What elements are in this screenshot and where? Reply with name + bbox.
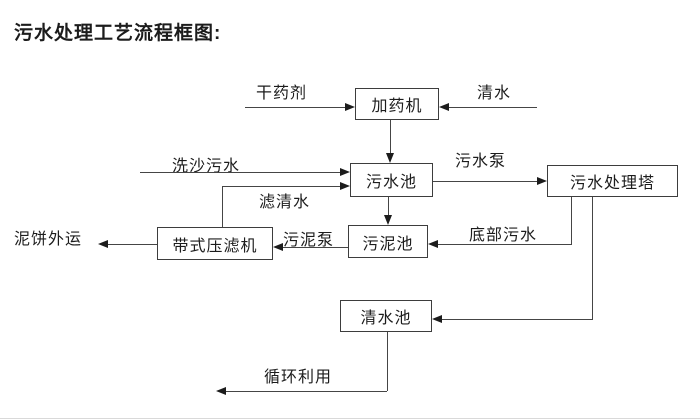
clean-water-arrowhead-icon	[439, 103, 449, 111]
label-bottom-sewage: 底部污水	[469, 227, 538, 244]
sand-washing-line	[140, 172, 340, 173]
sewage-to-sludge-arrowhead-icon	[384, 215, 392, 225]
mud-cake-arrowhead-icon	[98, 240, 108, 248]
sludge-pump-arrowhead-icon	[273, 243, 283, 251]
node-treatment-tower: 污水处理塔	[547, 165, 678, 197]
node-sewage-pool: 污水池	[350, 163, 433, 197]
node-sludge-pool: 污泥池	[348, 225, 428, 258]
sand-washing-arrowhead-icon	[340, 168, 350, 176]
tower-to-clean-pool-arrowhead-icon	[432, 315, 442, 323]
label-sand-washing-sewage: 洗沙污水	[172, 158, 241, 175]
dry-agent-arrowhead-icon	[345, 103, 355, 111]
mud-cake-line	[108, 244, 157, 245]
sewage-pump-line	[433, 181, 537, 182]
label-dry-agent: 干药剂	[256, 85, 308, 102]
bottom-sewage-line	[438, 244, 572, 245]
clean-pool-down-line	[387, 332, 388, 391]
label-filtered-water: 滤清水	[259, 194, 311, 211]
recycling-line	[226, 391, 387, 392]
label-sludge-pump: 污泥泵	[283, 232, 335, 249]
sewage-to-sludge-line	[388, 197, 389, 215]
label-mud-cake-out: 泥饼外运	[14, 231, 83, 248]
label-sewage-pump: 污水泵	[455, 153, 507, 170]
node-dosing-machine: 加药机	[355, 88, 439, 120]
node-belt-filter-press: 带式压滤机	[157, 227, 273, 260]
clean-water-line	[449, 107, 537, 108]
dosing-to-sewage-arrowhead-icon	[386, 153, 394, 163]
page-bottom-divider	[0, 418, 700, 419]
label-recycling: 循环利用	[264, 369, 333, 386]
tower-down-line-1	[571, 197, 572, 245]
recycling-arrowhead-icon	[216, 387, 226, 395]
dosing-to-sewage-line	[390, 120, 391, 153]
sludge-pump-line	[283, 247, 348, 248]
filtered-water-arrowhead-icon	[340, 182, 350, 190]
page-title: 污水处理工艺流程框图:	[14, 23, 222, 44]
sewage-pump-arrowhead-icon	[537, 177, 547, 185]
tower-to-clean-pool-line	[442, 319, 592, 320]
bottom-sewage-arrowhead-icon	[428, 240, 438, 248]
label-clean-water: 清水	[477, 85, 512, 102]
dry-agent-line	[245, 107, 345, 108]
filtered-water-vline	[222, 186, 223, 227]
filtered-water-line	[222, 186, 340, 187]
node-clean-water-pool: 清水池	[340, 300, 432, 332]
tower-down-line-2	[592, 197, 593, 320]
